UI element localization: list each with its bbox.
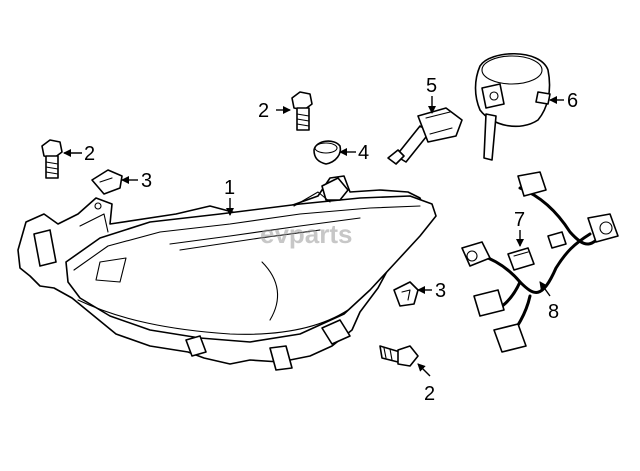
callout-8: 8 [548, 301, 559, 323]
clip-top [91, 169, 123, 195]
callout-2-bottom: 2 [424, 383, 435, 405]
callout-6: 6 [567, 90, 578, 112]
bolt-top-center [291, 91, 313, 131]
callout-leaders [63, 96, 564, 377]
bulb [387, 107, 463, 165]
callout-5: 5 [426, 75, 437, 97]
socket-cover [474, 52, 551, 161]
bolt-bottom [379, 345, 419, 367]
wiring-harness [461, 171, 619, 353]
watermark: evparts [260, 219, 353, 249]
bolt-top-left [41, 139, 63, 179]
callout-2-top-center: 2 [258, 100, 269, 122]
callout-numbers: 1 2 2 2 3 3 4 5 6 7 8 [84, 75, 578, 405]
grommet [313, 140, 342, 165]
callout-7: 7 [514, 209, 525, 231]
side-marker-bulb [507, 247, 535, 271]
callout-3-bottom: 3 [435, 280, 446, 302]
callout-3-top: 3 [141, 170, 152, 192]
clip-bottom [393, 281, 419, 307]
callout-2-top-left: 2 [84, 143, 95, 165]
callout-4: 4 [358, 142, 369, 164]
headlamp-assembly [17, 175, 437, 371]
callout-1: 1 [224, 177, 235, 199]
